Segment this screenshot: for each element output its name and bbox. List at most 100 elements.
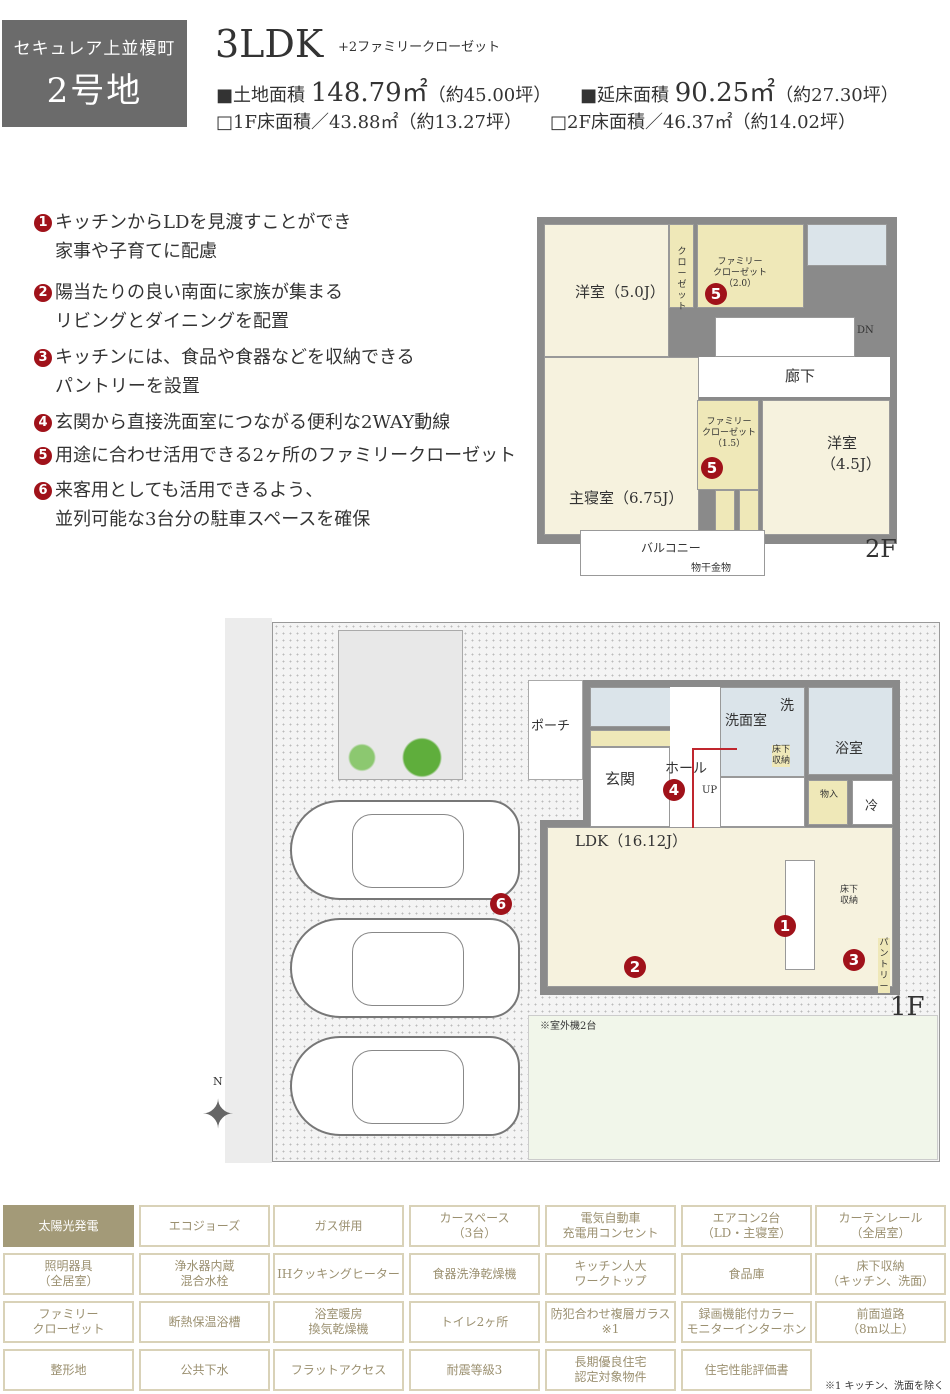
floor-value: 90.25㎡ [674, 78, 776, 108]
fridge-label: 冷 [865, 799, 879, 814]
equipment-item: 整形地 [3, 1349, 134, 1391]
family-closet-b: ファミリー クローゼット （1.5） [702, 417, 757, 449]
plants [338, 735, 458, 780]
site-name: セキュレア上並榎町 [13, 39, 176, 59]
land-area: ■土地面積 148.79㎡（約45.00坪） [216, 72, 551, 109]
land-value: 148.79㎡ [310, 78, 428, 108]
stairs-up: UP [702, 785, 718, 796]
marker-4: 4 [663, 779, 685, 801]
master-bedroom: 主寝室（6.75J） [569, 489, 684, 507]
ac-note: ※室外機2台 [540, 1021, 597, 1032]
pantry-label: パントリー [878, 938, 890, 993]
route-arrow-h [692, 748, 737, 750]
entrance-label: 玄関 [605, 770, 636, 788]
marker-6: 6 [490, 893, 512, 915]
layout-title: 3LDK [215, 22, 324, 66]
feature-text: 用途に合わせ活用できる2ヶ所のファミリークローゼット [55, 445, 517, 466]
equipment-item: 断熱保温浴槽 [139, 1301, 270, 1343]
equipment-item: IHクッキングヒーター [273, 1253, 404, 1295]
floor-label-1f: 1F [890, 992, 925, 1022]
kitchen-counter [785, 860, 815, 970]
equipment-item: 公共下水 [139, 1349, 270, 1391]
layout-note: +2ファミリークローゼット [338, 40, 501, 55]
drying-rack-label: 物干金物 [691, 563, 731, 574]
equipment-item: 照明器具 （全居室） [3, 1253, 134, 1295]
feature-text: 並列可能な3台分の駐車スペースを確保 [55, 509, 371, 530]
feature-number: 6 [34, 482, 52, 500]
bathroom-label: 浴室 [835, 741, 863, 757]
equipment-item: カースペース （3台） [409, 1205, 540, 1247]
floor-plan-2f: 洋室（5.0J） ファミリー クローゼット （2.0） クローゼット DN 廊下… [537, 217, 897, 544]
equipment-item: エアコン2台 （LD・主寝室） [681, 1205, 812, 1247]
storage-label: 物入 [820, 790, 839, 800]
equipment-item: 電気自動車 充電用コンセント [545, 1205, 676, 1247]
equipment-item: フラットアクセス [273, 1349, 404, 1391]
equipment-item: 住宅性能評価書 [681, 1349, 812, 1391]
washer-label: 洗 [780, 698, 794, 714]
underfloor-storage-kitchen: 床下 収納 [840, 885, 859, 906]
equipment-item: 浄水器内蔵 混合水栓 [139, 1253, 270, 1295]
hallway-label: 廊下 [785, 367, 816, 385]
marker-5a: 5 [705, 283, 727, 305]
car-2 [290, 918, 520, 1018]
equipment-item: 録画機能付カラー モニターインターホン [681, 1301, 812, 1343]
f2-area: □2F床面積／46.37㎡（約14.02坪） [550, 112, 857, 133]
equipment-item: 長期優良住宅 認定対象物件 [545, 1349, 676, 1391]
equipment-item: 前面道路 （8m以上） [815, 1301, 946, 1343]
lot-badge: セキュレア上並榎町 2号地 [2, 20, 187, 127]
land-tsubo: （約45.00坪） [427, 85, 552, 106]
feature-text: リビングとダイニングを配置 [55, 311, 289, 332]
feature-text: パントリーを設置 [55, 376, 200, 397]
floor-area: ■延床面積 90.25㎡（約27.30坪） [580, 72, 899, 109]
stairs-dn: DN [857, 325, 874, 336]
feature-number: 1 [34, 214, 52, 232]
room-western-b: 洋室 [827, 434, 858, 452]
floor-label-2f: 2F [865, 535, 897, 563]
family-closet-a: ファミリー クローゼット （2.0） [713, 257, 768, 289]
feature-text: 家事や子育てに配慮 [55, 241, 217, 262]
room-western-b-size: （4.5J） [821, 455, 881, 473]
feature-text: キッチンからLDを見渡すことができ [55, 212, 352, 233]
feature-text: 陽当たりの良い南面に家族が集まる [55, 282, 343, 303]
marker-5b: 5 [701, 457, 723, 479]
f1-area: □1F床面積／43.88㎡（約13.27坪） [216, 112, 523, 133]
equipment-item: 床下収納 （キッチン、洗面） [815, 1253, 946, 1295]
feature-number: 3 [34, 349, 52, 367]
porch [528, 680, 583, 780]
equipment-item: 耐震等級3 [409, 1349, 540, 1391]
equipment-item: 食品庫 [681, 1253, 812, 1295]
garden [528, 1015, 938, 1160]
feature-text: キッチンには、食品や食器などを収納できる [55, 347, 415, 368]
compass-icon: ✦ [201, 1092, 235, 1138]
equipment-item: 防犯合わせ複層ガラス ※1 [545, 1301, 676, 1343]
route-arrow [692, 748, 694, 828]
road [225, 618, 272, 1163]
balcony: バルコニー 物干金物 [580, 530, 765, 576]
hall-label: ホール [665, 761, 707, 777]
car-1 [290, 800, 520, 900]
marker-1: 1 [774, 915, 796, 937]
feature-number: 4 [34, 414, 52, 432]
marker-2: 2 [624, 956, 646, 978]
floor-plan-1f: 玄関 ホール UP 洗面室 洗 床下 収納 浴室 物入 冷 LDK（16.12J… [540, 680, 900, 995]
equipment-item: 太陽光発電 [3, 1205, 134, 1247]
feature-number: 5 [34, 447, 52, 465]
land-label: ■土地面積 [216, 85, 306, 106]
equipment-item: ガス併用 [273, 1205, 404, 1247]
equipment-item: キッチン人大 ワークトップ [545, 1253, 676, 1295]
floor-label: ■延床面積 [580, 85, 670, 106]
equipment-item: トイレ2ヶ所 [409, 1301, 540, 1343]
footnote: ※1 キッチン、洗面を除く [825, 1381, 944, 1392]
porch-label: ポーチ [531, 719, 571, 734]
underfloor-storage-wash: 床下 収納 [772, 745, 791, 767]
equipment-item: 浴室暖房 換気乾燥機 [273, 1301, 404, 1343]
closet-label: クローゼット [677, 247, 687, 312]
floor-tsubo: （約27.30坪） [775, 85, 899, 106]
equipment-item: ファミリー クローゼット [3, 1301, 134, 1343]
